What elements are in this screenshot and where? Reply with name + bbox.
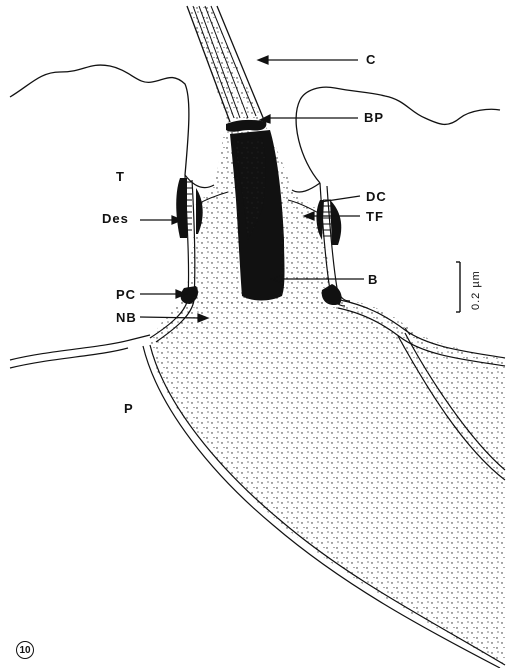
scale-bar bbox=[456, 262, 460, 312]
label-bp: BP bbox=[364, 111, 384, 125]
label-b: B bbox=[368, 273, 378, 287]
label-pc: PC bbox=[116, 288, 136, 302]
label-des: Des bbox=[102, 212, 129, 226]
label-t: T bbox=[116, 170, 125, 184]
neck-body bbox=[150, 300, 505, 665]
label-dc: DC bbox=[366, 190, 387, 204]
label-c: C bbox=[366, 53, 376, 67]
label-p: P bbox=[124, 402, 134, 416]
desmosome-left bbox=[176, 178, 187, 238]
label-tf: TF bbox=[366, 210, 384, 224]
cell-outline-right bbox=[300, 87, 500, 124]
figure-number: 10 bbox=[16, 641, 34, 659]
label-nb: NB bbox=[116, 311, 137, 325]
cell-outline-t bbox=[10, 65, 189, 175]
scale-bar-label: 0.2 µm bbox=[470, 270, 482, 310]
